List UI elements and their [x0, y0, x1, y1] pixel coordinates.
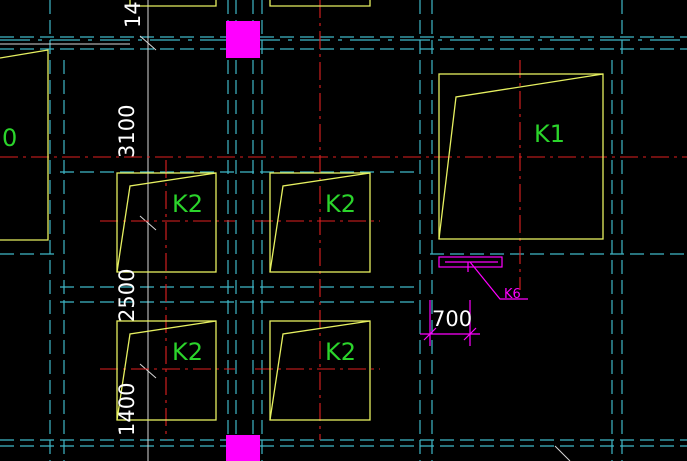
- opening-k2-diagonal: [116, 172, 217, 273]
- dim-text-700: 700: [432, 307, 472, 331]
- axis-lines: [0, 0, 687, 440]
- dim-text-1400: 1400: [115, 383, 139, 436]
- guide-tick: [139, 215, 157, 231]
- dim-tick: [463, 327, 477, 341]
- label-left-partial: 0: [2, 124, 17, 152]
- k6-leader-line: [469, 261, 528, 300]
- label-k2: K2: [172, 338, 203, 366]
- white-guide-lines: [0, 0, 571, 461]
- label-k2: K2: [325, 338, 356, 366]
- dimension-700: [420, 300, 480, 346]
- opening-k1: [438, 73, 604, 240]
- label-k1: K1: [534, 120, 565, 148]
- opening-k2: [269, 172, 371, 273]
- guide-tick: [554, 445, 571, 461]
- opening-k2: [269, 320, 371, 421]
- openings: [0, 0, 604, 421]
- columns: [226, 21, 260, 461]
- guide-tick: [139, 363, 157, 379]
- opening-k1-diagonal: [438, 73, 604, 240]
- label-k6: K6: [504, 287, 521, 302]
- opening-k2-diagonal: [269, 172, 371, 273]
- label-k2: K2: [325, 190, 356, 218]
- opening-k2: [116, 320, 217, 421]
- opening-partial-top: [269, 0, 371, 7]
- column-top: [226, 21, 260, 58]
- dim-text-3100: 3100: [115, 105, 139, 158]
- opening-k2: [116, 172, 217, 273]
- opening-partial-top: [129, 0, 217, 7]
- opening-k2-diagonal: [116, 320, 217, 421]
- dim-tick: [423, 327, 437, 341]
- opening-k6-box: [438, 256, 503, 268]
- opening-k2-diagonal: [269, 320, 371, 421]
- column-bottom: [226, 435, 260, 461]
- guide-tick: [139, 35, 157, 51]
- opening-k6: [438, 256, 528, 300]
- opening-partial-left: [0, 49, 49, 241]
- dim-text-top: 14: [121, 1, 145, 28]
- label-k2: K2: [172, 190, 203, 218]
- dim-text-2500: 2500: [115, 269, 139, 322]
